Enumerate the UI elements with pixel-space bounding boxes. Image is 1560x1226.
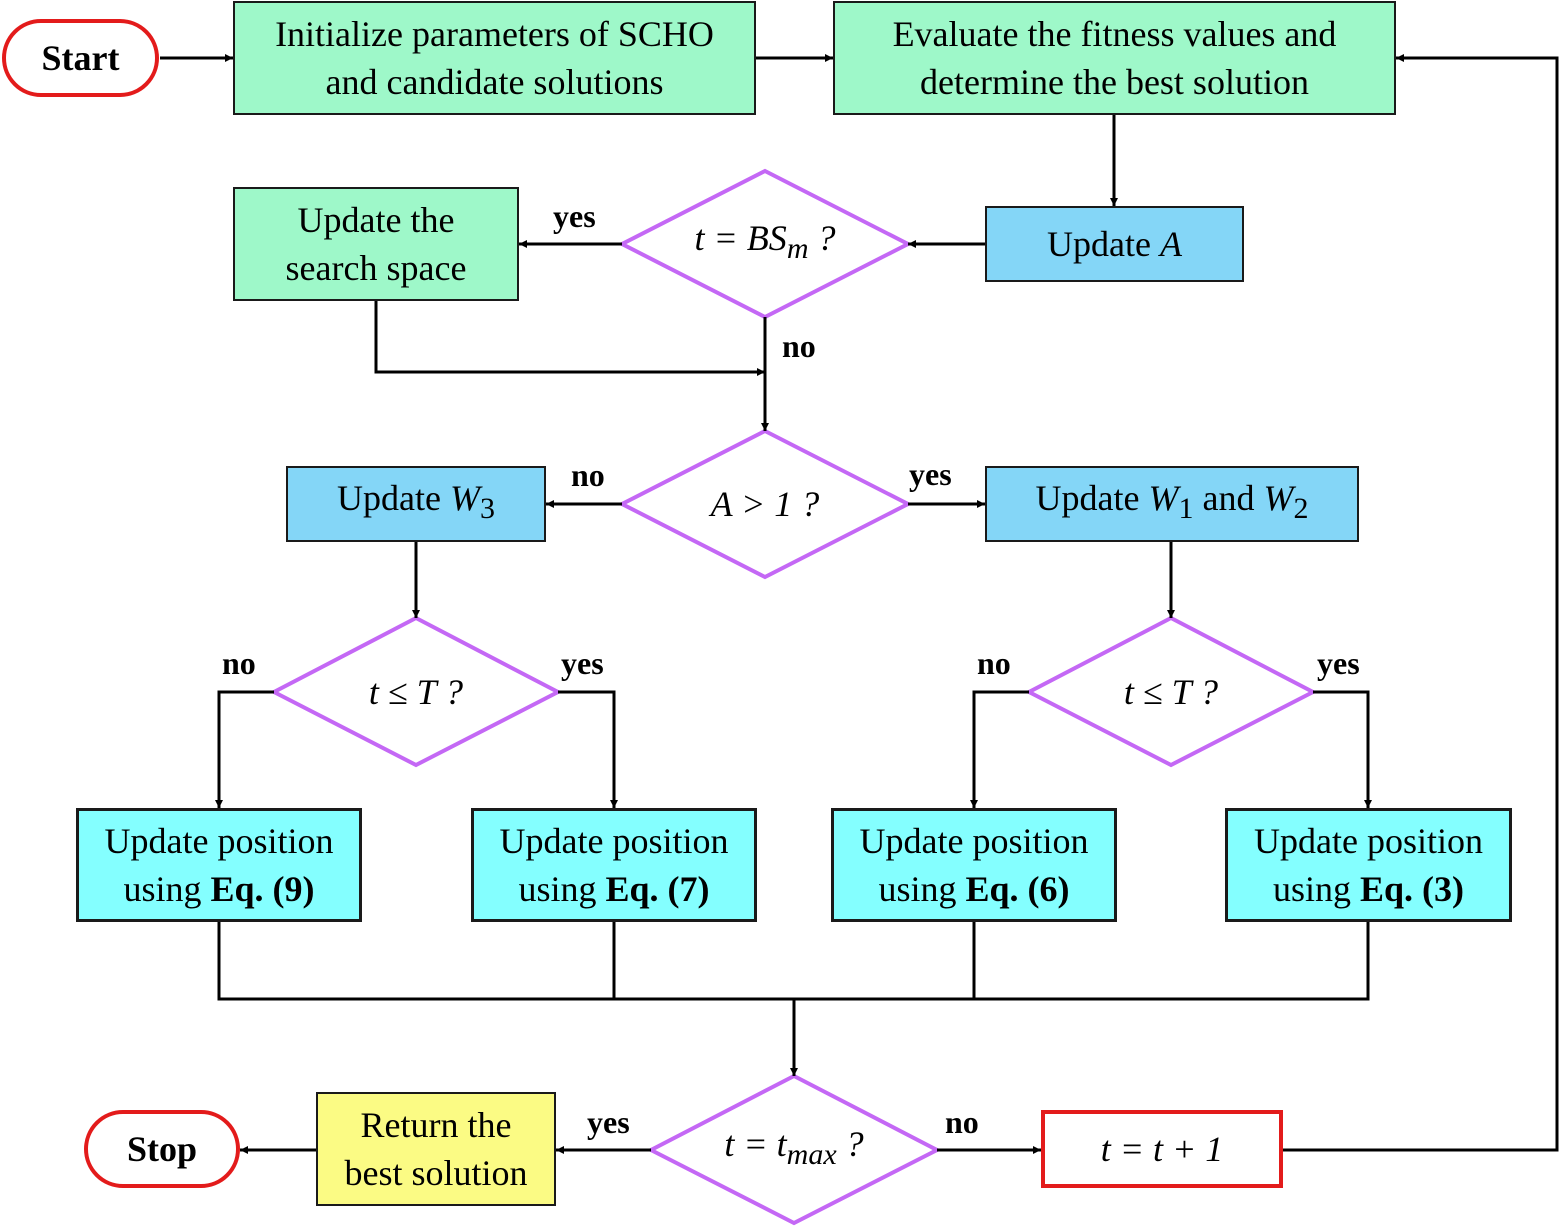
- label-yes-bs: yes: [553, 198, 596, 234]
- update-w12-text: Update W1 and W2: [1035, 478, 1309, 526]
- decision-bs-text: t = BSm ?: [694, 218, 836, 266]
- stop-terminal: Stop: [84, 1110, 240, 1188]
- update-w12-box: Update W1 and W2: [985, 466, 1359, 542]
- arrow-updatespace-merge: [374, 301, 765, 376]
- arrow-tl-no: [215, 690, 274, 808]
- label-yes-tl: yes: [561, 645, 604, 681]
- return-best-line2: best solution: [344, 1153, 528, 1193]
- start-label: Start: [41, 38, 120, 78]
- return-best-line1: Return the: [360, 1105, 512, 1145]
- label-no-a: no: [571, 457, 605, 493]
- position-eq3-line1: Update position: [1254, 821, 1483, 861]
- decision-t-left-text: t ≤ T ?: [368, 672, 464, 712]
- update-space-line1: Update the: [297, 200, 455, 240]
- increment-text: t = t + 1: [1100, 1129, 1224, 1169]
- position-eq9-line1: Update position: [104, 821, 334, 861]
- init-box: Initialize parameters of SCHO and candid…: [233, 1, 756, 115]
- increment-box: t = t + 1: [1041, 1110, 1283, 1188]
- return-best-box: Return the best solution: [316, 1092, 556, 1206]
- arrow-tr-no: [970, 690, 1029, 808]
- label-no-tr: no: [977, 645, 1011, 681]
- update-a-text: Update A: [1047, 224, 1182, 264]
- label-no-bs: no: [782, 328, 816, 364]
- position-eq7-box: Update position using Eq. (7): [471, 808, 757, 922]
- arrow-tr-yes: [1313, 690, 1372, 808]
- evaluate-line1: Evaluate the fitness values and: [892, 14, 1337, 54]
- update-w3-box: Update W3: [286, 466, 546, 542]
- decision-a-diamond: [617, 428, 913, 580]
- label-yes-tmax: yes: [587, 1104, 630, 1140]
- label-yes-a: yes: [909, 456, 952, 492]
- decision-t-right-diamond: [1024, 615, 1318, 768]
- label-yes-tr: yes: [1317, 645, 1360, 681]
- position-eq3-box: Update position using Eq. (3): [1225, 808, 1512, 922]
- stop-label: Stop: [126, 1129, 198, 1169]
- update-a-box: Update A: [985, 206, 1244, 282]
- merge-line: [217, 922, 1370, 1001]
- init-line2: and candidate solutions: [325, 62, 664, 102]
- position-eq7-line1: Update position: [499, 821, 729, 861]
- evaluate-line2: determine the best solution: [920, 62, 1309, 102]
- arrow-loop-back: [1283, 54, 1559, 1152]
- position-eq6-line1: Update position: [859, 821, 1089, 861]
- decision-a-text: A > 1 ?: [710, 484, 820, 524]
- position-eq9-line2: using Eq. (9): [123, 869, 315, 909]
- arrow-tl-yes: [558, 690, 618, 808]
- label-no-tmax: no: [945, 1104, 979, 1140]
- position-eq6-box: Update position using Eq. (6): [831, 808, 1117, 922]
- decision-t-left-diamond: [269, 615, 563, 768]
- decision-tmax-diamond: [646, 1073, 942, 1226]
- init-line1: Initialize parameters of SCHO: [275, 14, 714, 54]
- position-eq6-line2: using Eq. (6): [878, 869, 1070, 909]
- position-eq3-line2: using Eq. (3): [1272, 869, 1465, 909]
- start-terminal: Start: [2, 19, 159, 97]
- update-w3-text: Update W3: [337, 478, 495, 526]
- evaluate-box: Evaluate the fitness values and determin…: [833, 1, 1396, 115]
- decision-t-right-text: t ≤ T ?: [1123, 672, 1219, 712]
- position-eq9-box: Update position using Eq. (9): [76, 808, 362, 922]
- decision-tmax-text: t = tmax ?: [724, 1124, 864, 1172]
- label-no-tl: no: [222, 645, 256, 681]
- position-eq7-line2: using Eq. (7): [518, 869, 710, 909]
- update-space-box: Update the search space: [233, 187, 519, 301]
- update-space-line2: search space: [285, 248, 467, 288]
